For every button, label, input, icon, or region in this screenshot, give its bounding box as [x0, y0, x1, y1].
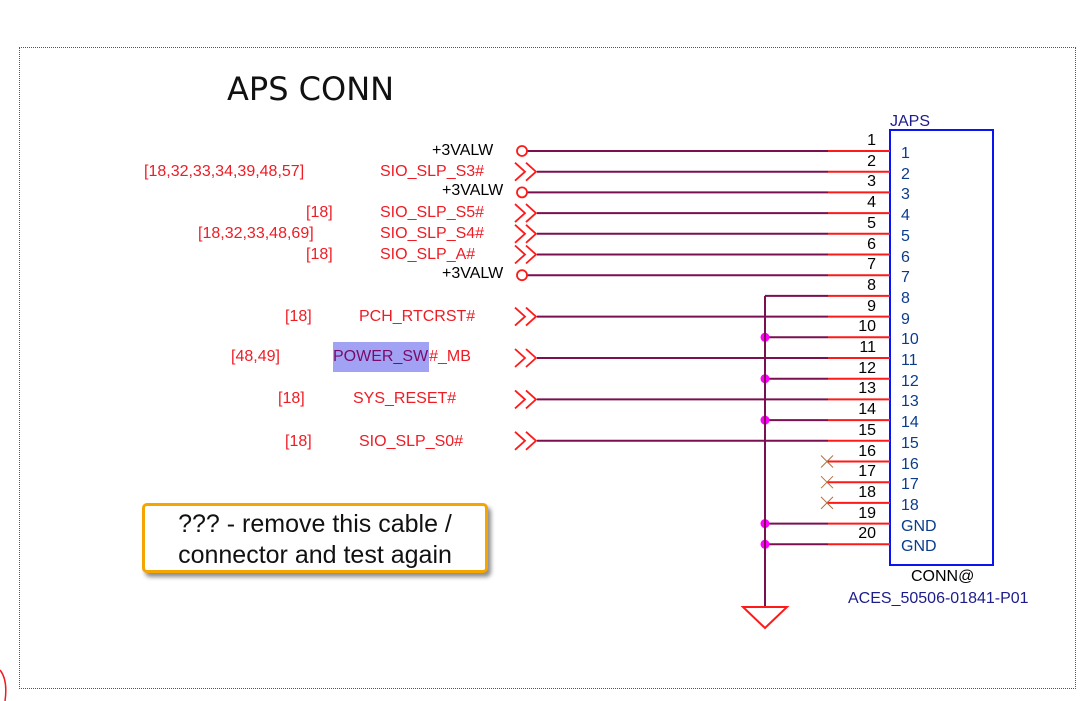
connector-body — [889, 129, 994, 566]
wire-number: 20 — [858, 525, 876, 543]
power-port-icon — [516, 269, 528, 282]
net-label-suffix: #_MB — [429, 348, 471, 365]
pin-label: 8 — [901, 289, 910, 307]
wire-number: 9 — [867, 297, 876, 315]
pin-label: 17 — [901, 476, 919, 494]
net-refs-sio-slp-s0: [18] — [285, 433, 312, 450]
no-connect-icon — [820, 496, 834, 510]
pin-label: 13 — [901, 393, 919, 411]
net-refs-sio-slp-s5: [18] — [306, 204, 333, 221]
net-refs-sio-slp-s4: [18,32,33,48,69] — [198, 225, 314, 242]
annotation-line-1: ??? - remove this cable / — [178, 510, 452, 538]
wire-number: 5 — [867, 214, 876, 232]
wire-number: 10 — [858, 318, 876, 336]
net-label-pch-rtcrst: PCH_RTCRST# — [359, 308, 476, 325]
no-connect-icon — [820, 455, 834, 468]
offpage-connector-icon — [514, 224, 538, 244]
wire-number: 11 — [859, 339, 876, 356]
net-refs-pch-rtcrst: [18] — [285, 308, 312, 325]
net-refs-sys-reset: [18] — [278, 390, 305, 407]
sheet-border — [19, 47, 1076, 689]
offpage-connector-icon — [514, 203, 538, 223]
net-label-3valw-3: +3VALW — [442, 182, 504, 199]
pin-label: 15 — [901, 434, 919, 452]
connector-refdes: JAPS — [890, 113, 931, 130]
wire-number: 17 — [858, 463, 876, 481]
net-refs-sio-slp-a: [18] — [306, 246, 333, 263]
pin-label: 4 — [901, 207, 910, 225]
net-label-3valw-7: +3VALW — [442, 265, 504, 282]
pin-label: 18 — [901, 496, 919, 514]
pin-label: GND — [901, 517, 937, 535]
wire-number: 3 — [867, 173, 876, 191]
power-port-icon — [516, 186, 528, 199]
wire-number: 14 — [858, 401, 876, 419]
pin-label: 3 — [901, 186, 910, 204]
wire-number: 19 — [858, 504, 876, 522]
pin-label: 1 — [901, 145, 910, 162]
pin-label: 6 — [901, 248, 910, 266]
offpage-connector-icon — [514, 162, 538, 182]
pin-label: 9 — [901, 310, 910, 328]
no-connect-icon — [820, 475, 834, 489]
wire-number: 1 — [867, 132, 876, 149]
wire-number: 12 — [858, 359, 876, 377]
power-port-icon — [516, 145, 528, 157]
pin-label: 12 — [901, 372, 919, 390]
net-label-sio-slp-s5: SIO_SLP_S5# — [380, 204, 485, 221]
annotation-line-2: connector and test again — [178, 541, 452, 569]
sheet-title: APS CONN — [227, 70, 395, 108]
wire-number: 8 — [867, 276, 876, 294]
annotation-note: ??? - remove this cable / connector and … — [142, 503, 488, 573]
connector-part-number: ACES_50506-01841-P01 — [848, 590, 1029, 607]
wire-number: 4 — [867, 194, 876, 212]
pin-label: 5 — [901, 227, 910, 245]
pin-label: GND — [901, 538, 937, 556]
pin-label: 16 — [901, 455, 919, 473]
ground-symbol-icon — [740, 606, 790, 630]
partial-circle-marker — [0, 669, 7, 701]
offpage-connector-icon — [514, 348, 538, 368]
offpage-connector-icon — [514, 431, 538, 451]
net-label-sio-slp-a: SIO_SLP_A# — [380, 246, 476, 263]
net-refs-power-sw-mb: [48,49] — [231, 348, 280, 365]
selection-highlight[interactable]: POWER_SW — [333, 342, 430, 372]
wire-number: 7 — [867, 256, 876, 274]
pin-label: 11 — [901, 352, 918, 369]
net-refs-sio-slp-s3: [18,32,33,34,39,48,57] — [144, 163, 305, 180]
offpage-connector-icon — [514, 244, 538, 265]
net-label-sio-slp-s3: SIO_SLP_S3# — [380, 163, 485, 180]
net-label-sio-slp-s0: SIO_SLP_S0# — [359, 433, 464, 450]
net-label-sio-slp-s4: SIO_SLP_S4# — [380, 225, 485, 242]
pin-label: 14 — [901, 414, 919, 432]
net-label-sys-reset: SYS_RESET# — [353, 390, 457, 407]
wire-number: 15 — [858, 421, 876, 439]
wire-number: 16 — [858, 442, 876, 460]
wire-number: 6 — [867, 235, 876, 253]
net-label-power-sw-mb[interactable]: POWER_SW#_MB — [333, 342, 471, 372]
pin-label: 2 — [901, 165, 910, 183]
pin-label: 10 — [901, 331, 919, 349]
connector-variant: CONN@ — [911, 568, 975, 585]
offpage-connector-icon — [514, 306, 538, 327]
pin-label: 7 — [901, 269, 910, 287]
wire-number: 2 — [867, 152, 876, 170]
offpage-connector-icon — [514, 389, 538, 410]
wire-number: 18 — [858, 483, 876, 501]
net-label-3valw-1: +3VALW — [432, 142, 494, 159]
wire-number: 13 — [858, 380, 876, 398]
